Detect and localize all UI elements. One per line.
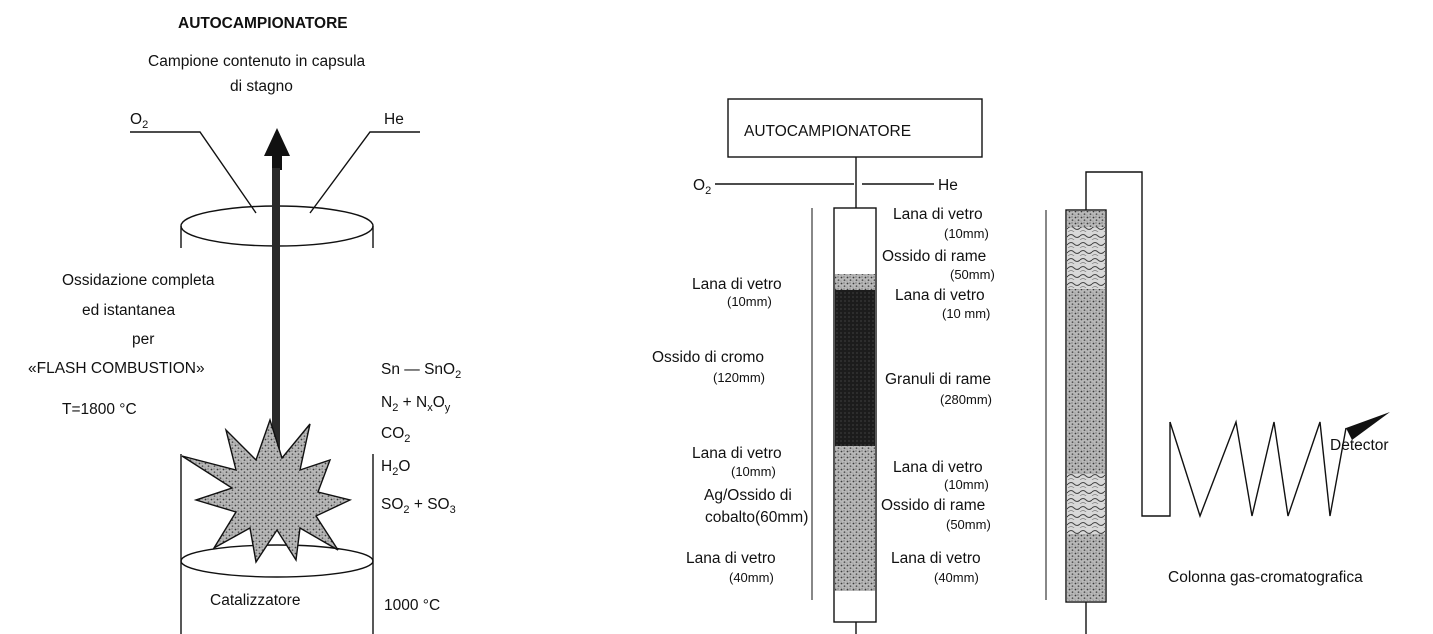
red-size-copper-oxide-2: (50mm) <box>946 517 991 532</box>
gc-transfer-line <box>1085 171 1171 517</box>
red-size-glass-wool-4: (40mm) <box>934 570 979 585</box>
ox-label-glass-wool-2: Lana di vetro <box>692 445 782 462</box>
sample-capsule-label-line2: di stagno <box>230 78 293 95</box>
oxidation-line-4: «FLASH COMBUSTION» <box>28 360 205 377</box>
oxidation-line-3: per <box>132 331 154 348</box>
ox-size-glass-wool-3: (40mm) <box>729 570 774 585</box>
ox-label-glass-wool-3: Lana di vetro <box>686 550 776 567</box>
ox-label-ag-cobalt: Ag/Ossido di <box>704 487 792 504</box>
autosampler-arrow-icon <box>264 128 290 170</box>
sample-drop-rod <box>272 168 280 470</box>
red-layer-copper-granules <box>1067 303 1105 460</box>
catalyst-temperature: 1000 °C <box>384 597 440 614</box>
red-label-glass-wool-4: Lana di vetro <box>891 550 981 567</box>
reduction-column <box>1045 171 1171 634</box>
right-autosampler-label: AUTOCAMPIONATORE <box>744 123 911 140</box>
red-label-glass-wool-3: Lana di vetro <box>893 459 983 476</box>
red-layer-glass-wool-1 <box>1067 211 1105 227</box>
gc-column-coil <box>1169 419 1347 519</box>
detector-label: Detector <box>1330 437 1389 454</box>
reaction-h2o: H2O <box>381 458 410 478</box>
left-o2-label: O2 <box>130 111 148 131</box>
ox-size-glass-wool-2: (10mm) <box>731 464 776 479</box>
ox-layer-glass-wool-1 <box>835 274 875 290</box>
ox-size-glass-wool-1: (10mm) <box>727 294 772 309</box>
he-inlet-line <box>309 131 420 214</box>
gc-column-label: Colonna gas-cromatografica <box>1168 569 1363 586</box>
red-layer-glass-wool-3 <box>1067 460 1105 474</box>
flash-temperature: T=1800 °C <box>62 401 137 418</box>
catalyst-label: Catalizzatore <box>210 592 300 609</box>
right-he-label: He <box>938 177 958 194</box>
red-size-glass-wool-2: (10 mm) <box>942 306 990 321</box>
ox-layer-glass-wool-3 <box>835 531 875 591</box>
reaction-sn: Sn — SnO2 <box>381 361 461 381</box>
oxidation-column <box>811 207 877 634</box>
red-size-glass-wool-3: (10mm) <box>944 477 989 492</box>
reaction-co2: CO2 <box>381 425 410 445</box>
catalyst-bed-top <box>180 544 374 578</box>
left-autosampler-title: AUTOCAMPIONATORE <box>178 15 348 32</box>
reaction-n2: N2 + NxOy <box>381 394 451 414</box>
left-he-label: He <box>384 111 404 128</box>
red-label-copper-oxide-1: Ossido di rame <box>882 248 986 265</box>
ox-size-chromium-oxide: (120mm) <box>713 370 765 385</box>
detector-arrow-icon <box>1346 412 1390 440</box>
left-reactor-panel: AUTOCAMPIONATORE Campione contenuto in c… <box>28 15 461 634</box>
oxidation-line-1: Ossidazione completa <box>62 272 215 289</box>
red-size-copper-granules: (280mm) <box>940 392 992 407</box>
o2-inlet-line <box>130 131 257 214</box>
red-label-copper-granules: Granuli di rame <box>885 371 991 388</box>
red-layer-copper-oxide-1 <box>1067 227 1105 289</box>
reaction-so2: SO2 + SO3 <box>381 496 456 516</box>
red-size-glass-wool-1: (10mm) <box>944 226 989 241</box>
autosampler-box <box>727 98 983 158</box>
ox-size-ag-cobalt: cobalto(60mm) <box>705 509 808 526</box>
oxidation-column-tube <box>833 207 877 623</box>
right-o2-label: O2 <box>693 177 711 197</box>
red-label-copper-oxide-2: Ossido di rame <box>881 497 985 514</box>
ox-layer-glass-wool-2 <box>835 446 875 461</box>
red-label-glass-wool-1: Lana di vetro <box>893 206 983 223</box>
red-layer-glass-wool-4 <box>1067 534 1105 601</box>
red-layer-glass-wool-2 <box>1067 289 1105 303</box>
red-layer-copper-oxide-2 <box>1067 474 1105 534</box>
flash-explosion-icon <box>181 417 353 564</box>
sample-capsule-label-line1: Campione contenuto in capsula <box>148 53 366 70</box>
red-label-glass-wool-2: Lana di vetro <box>895 287 985 304</box>
ox-layer-chromium-oxide <box>835 290 875 446</box>
right-column-panel: AUTOCAMPIONATORE O2 He Lana di vetro (10… <box>652 98 1390 634</box>
ox-label-chromium-oxide: Ossido di cromo <box>652 349 764 366</box>
red-size-copper-oxide-1: (50mm) <box>950 267 995 282</box>
ox-layer-ag-cobalt <box>835 461 875 531</box>
ox-label-glass-wool-1: Lana di vetro <box>692 276 782 293</box>
oxidation-line-2: ed istantanea <box>82 302 175 319</box>
